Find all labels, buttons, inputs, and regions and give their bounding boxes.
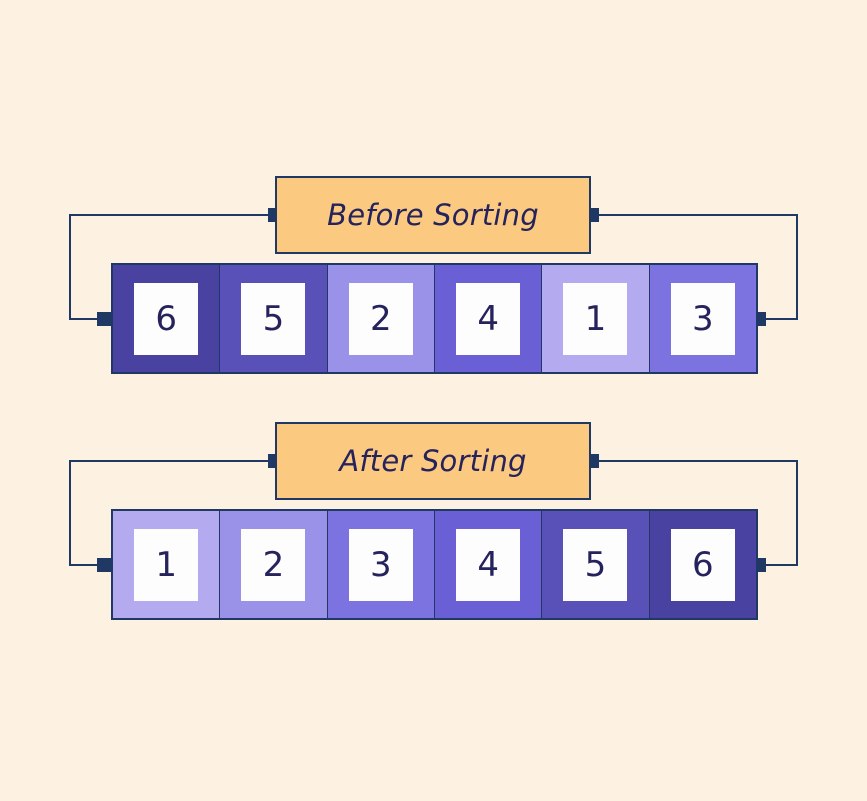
array-cell: 3 [649, 265, 756, 372]
array-cell: 1 [542, 265, 650, 372]
array-cell-inner: 4 [456, 282, 521, 355]
array-cell-inner: 6 [134, 282, 199, 355]
array-cell-value: 2 [369, 298, 392, 339]
array-cell-inner: 1 [134, 528, 199, 601]
array-cell-value: 3 [691, 298, 714, 339]
array-cell-inner: 2 [241, 528, 306, 601]
array-cell: 5 [542, 511, 650, 618]
array-cell: 6 [113, 265, 221, 372]
array-cell-inner: 5 [241, 282, 306, 355]
array-cell-inner: 3 [670, 282, 735, 355]
array-cell-value: 4 [477, 298, 499, 339]
array-cell-value: 2 [262, 544, 285, 585]
connector-dot-array-left-before [97, 312, 111, 326]
array-cell-value: 6 [691, 544, 714, 585]
array-cell: 4 [434, 511, 543, 618]
array-cell-value: 1 [155, 544, 177, 585]
array-cell-value: 1 [584, 298, 607, 339]
connector-dot-array-left-after [97, 558, 111, 572]
label-text-before-sorting: Before Sorting [327, 198, 539, 232]
array-cell: 2 [327, 265, 435, 372]
label-box-after-sorting: After Sorting [275, 422, 591, 500]
array-cell-inner: 2 [348, 282, 413, 355]
array-cell-inner: 5 [563, 528, 628, 601]
array-cell-value: 6 [155, 298, 177, 339]
array-cell-value: 3 [369, 544, 392, 585]
label-text-after-sorting: After Sorting [339, 444, 527, 478]
label-box-before-sorting: Before Sorting [275, 176, 591, 254]
array-cell: 4 [434, 265, 543, 372]
array-cell: 6 [649, 511, 756, 618]
array-cell-inner: 6 [670, 528, 735, 601]
array-cell-inner: 1 [563, 282, 628, 355]
array-cell-value: 5 [262, 298, 285, 339]
array-cell: 1 [113, 511, 221, 618]
array-cell-value: 4 [477, 544, 499, 585]
array-cell: 5 [220, 265, 328, 372]
array-cell: 2 [220, 511, 328, 618]
array-cell-inner: 4 [456, 528, 521, 601]
array-cell-inner: 3 [348, 528, 413, 601]
array-before-sorting: 6 5 2 4 1 [111, 263, 758, 374]
array-cell: 3 [327, 511, 435, 618]
array-cell-value: 5 [584, 544, 607, 585]
array-after-sorting: 1 2 3 4 5 [111, 509, 758, 620]
